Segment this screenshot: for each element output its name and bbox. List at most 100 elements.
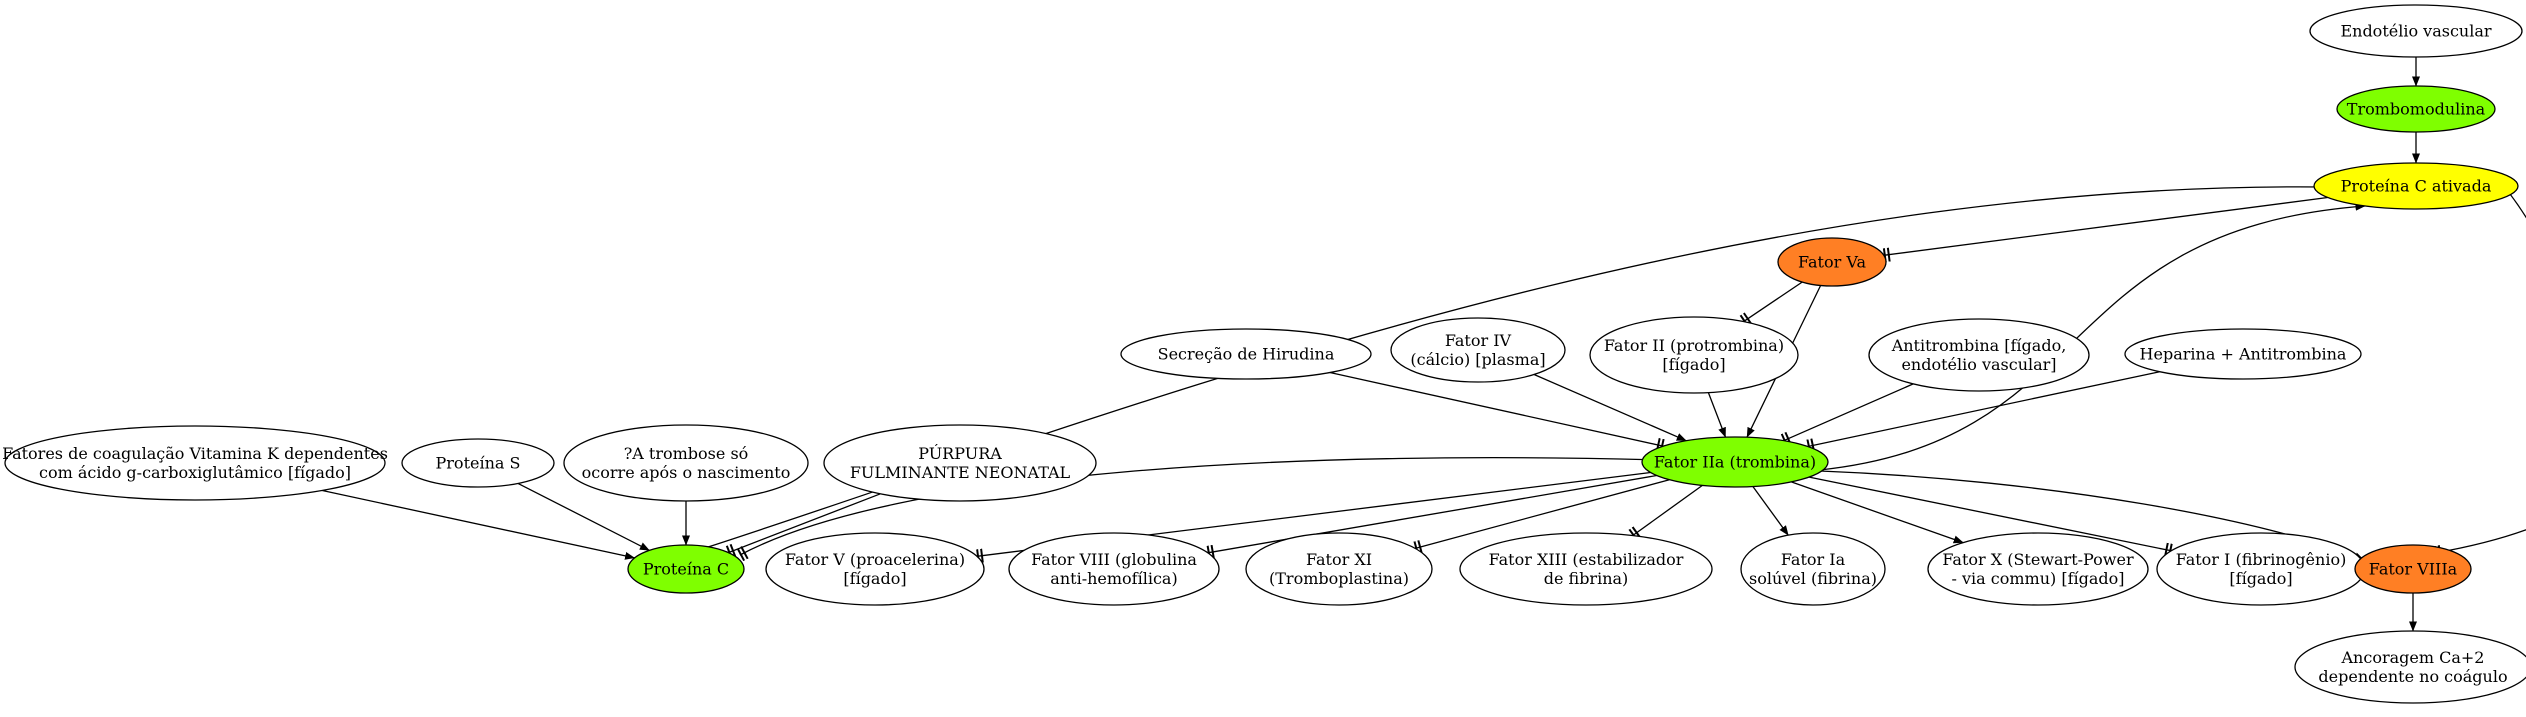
node-label: com ácido g-carboxiglutâmico [fígado] — [39, 463, 351, 482]
node-label: Fator IIa (trombina) — [1654, 453, 1816, 472]
node-label: Fator Ia — [1781, 550, 1846, 569]
edge-fator-iv-to-fator-iia — [1533, 373, 1687, 442]
node-label: PÚRPURA — [918, 443, 1002, 463]
node-antitrombina[interactable]: Antitrombina [fígado,endotélio vascular] — [1868, 318, 2090, 392]
node-proteina-s[interactable]: Proteína S — [401, 438, 555, 488]
edge-fator-iia-to-fator-xiii — [1628, 484, 1703, 542]
node-fator-ii[interactable]: Fator II (protrombina)[fígado] — [1589, 316, 1799, 394]
node-shape — [823, 424, 1097, 502]
node-fator-iia[interactable]: Fator IIa (trombina) — [1641, 436, 1829, 488]
node-label: Ancoragem Ca+2 — [2341, 648, 2485, 667]
node-label: [fígado] — [1662, 355, 1725, 374]
node-shape — [1120, 328, 1372, 380]
inhibition-edge — [1882, 196, 2328, 263]
node-label: de fibrina) — [1544, 569, 1629, 588]
node-shape — [1777, 237, 1887, 287]
edge-fatores-vitk-to-proteina-c — [322, 489, 636, 560]
node-fator-i[interactable]: Fator I (fibrinogênio)[fígado] — [2156, 532, 2366, 606]
node-fator-x[interactable]: Fator X (Stewart-Power- via commu) [fíga… — [1927, 532, 2149, 606]
edge-fator-ii-to-fator-iia — [1707, 392, 1727, 438]
edge-fator-iia-to-fator-xi — [1413, 479, 1670, 556]
edge-fator-iia-to-fator-i — [1809, 476, 2173, 558]
activation-edge — [1819, 202, 2366, 471]
node-fator-va[interactable]: Fator Va — [1777, 237, 1887, 287]
node-shape — [1740, 532, 1886, 606]
edge-antitrombina-to-fator-iia — [1780, 383, 1914, 448]
activation-edge — [322, 489, 636, 560]
edge-proteina-c-ativada-to-fator-viiia — [2433, 193, 2526, 560]
edge-fator-iia-to-fator-x — [1791, 481, 1964, 544]
node-label: (cálcio) [plasma] — [1410, 350, 1545, 369]
inhibition-edge — [1780, 383, 1914, 448]
inhibition-edge — [2433, 193, 2526, 560]
node-proteina-c[interactable]: Proteína C — [627, 544, 745, 594]
node-label: Heparina + Antitrombina — [2140, 345, 2347, 364]
node-shape — [4, 425, 386, 501]
edge-secrecao-hirudina-to-fator-iia — [1329, 371, 1665, 453]
node-secrecao-hirudina[interactable]: Secreção de Hirudina — [1120, 328, 1372, 380]
node-shape — [2294, 630, 2526, 704]
node-label: Antitrombina [fígado, — [1891, 336, 2067, 355]
node-label: Fator XI — [1306, 550, 1372, 569]
node-label: [fígado] — [843, 569, 906, 588]
node-label: Proteína S — [436, 454, 521, 473]
edge-fator-iia-to-proteina-c-ativada — [1819, 202, 2366, 471]
node-label: Fator II (protrombina) — [1604, 336, 1784, 355]
node-label: Fatores de coagulação Vitamina K depende… — [2, 444, 388, 463]
node-shape — [1641, 436, 1829, 488]
activation-edge — [1533, 373, 1687, 442]
inhibition-edge — [725, 493, 881, 560]
edge-fator-va-to-fator-ii — [1739, 281, 1803, 328]
node-label: endotélio vascular] — [1901, 355, 2056, 374]
node-shape — [627, 544, 745, 594]
edges-layer — [322, 57, 2526, 632]
node-endotelio[interactable]: Endotélio vascular — [2309, 4, 2523, 58]
node-label: anti-hemofílica) — [1050, 569, 1177, 588]
node-label: Proteína C — [643, 560, 729, 579]
node-shape — [1868, 318, 2090, 392]
inhibition-edge — [1329, 371, 1665, 453]
node-label: Fator X (Stewart-Power — [1942, 550, 2134, 569]
inhibition-edge — [1809, 476, 2173, 558]
node-fator-viiia[interactable]: Fator VIIIa — [2354, 544, 2472, 594]
node-fatores-vitk[interactable]: Fatores de coagulação Vitamina K depende… — [2, 425, 388, 501]
activation-edge — [1791, 481, 1964, 544]
node-label: Fator V (proacelerina) — [785, 550, 965, 569]
node-shape — [2124, 328, 2362, 380]
node-label: solúvel (fibrina) — [1749, 569, 1877, 588]
node-heparina[interactable]: Heparina + Antitrombina — [2124, 328, 2362, 380]
node-shape — [1390, 317, 1566, 383]
node-label: dependente no coágulo — [2318, 667, 2507, 686]
inhibition-edge — [1628, 484, 1703, 542]
node-label: [fígado] — [2229, 569, 2292, 588]
node-shape — [2336, 85, 2496, 133]
node-label: Fator VIII (globulina — [1031, 550, 1197, 569]
node-label: Fator IV — [1445, 331, 1512, 350]
node-shape — [1589, 316, 1799, 394]
node-fator-iv[interactable]: Fator IV(cálcio) [plasma] — [1390, 317, 1566, 383]
nodes-layer: Endotélio vascularTrombomodulinaProteína… — [2, 4, 2526, 704]
node-label: Proteína C ativada — [2341, 177, 2492, 196]
node-label: Fator I (fibrinogênio) — [2176, 550, 2347, 569]
node-trombomodulina[interactable]: Trombomodulina — [2336, 85, 2496, 133]
node-shape — [563, 424, 809, 502]
node-fator-v[interactable]: Fator V (proacelerina)[fígado] — [765, 532, 985, 606]
node-label: Fator XIII (estabilizador — [1489, 550, 1684, 569]
node-label: Secreção de Hirudina — [1158, 345, 1335, 364]
node-label: ?A trombose só — [624, 444, 749, 463]
node-shape — [1008, 532, 1220, 606]
node-proteina-c-ativada[interactable]: Proteína C ativada — [2313, 162, 2519, 210]
edge-purpura-to-proteina-c — [725, 493, 881, 560]
node-label: Trombomodulina — [2347, 100, 2486, 119]
node-fator-xi[interactable]: Fator XI(Tromboplastina) — [1245, 532, 1433, 606]
activation-edge — [1707, 392, 1727, 438]
edge-heparina-to-fator-iia — [1806, 371, 2160, 454]
node-label: FULMINANTE NEONATAL — [850, 463, 1071, 482]
